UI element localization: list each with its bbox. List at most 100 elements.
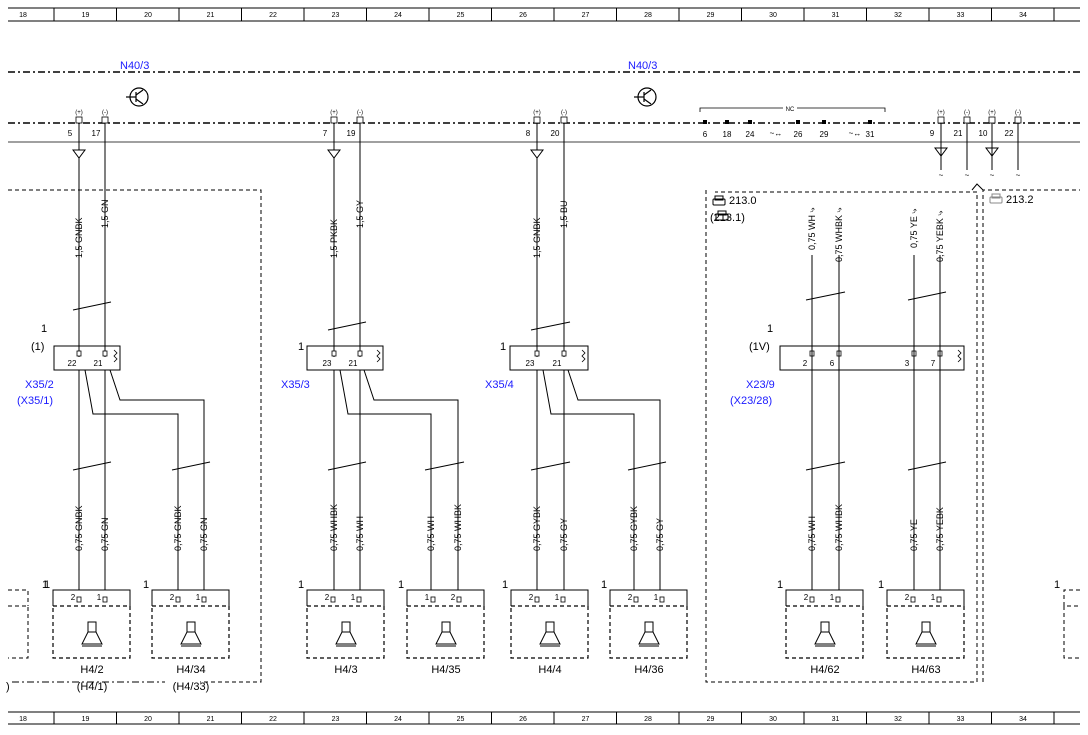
shield-icon — [581, 349, 586, 363]
pin-number: 29 — [820, 130, 829, 139]
wire — [339, 369, 432, 590]
nc-label: NC — [786, 107, 795, 113]
speaker-cone — [335, 631, 357, 645]
car-icon — [712, 195, 726, 206]
speaker-connector — [406, 589, 485, 606]
pin-number: 21 — [553, 359, 562, 368]
wire-label: 1,5 GN — [100, 199, 110, 228]
pin-socket — [456, 596, 462, 603]
pin-number: 2 — [529, 593, 534, 602]
unit-marker: 1 — [777, 579, 783, 591]
pin-number: 1 — [654, 593, 659, 602]
wire-label: 0,75 YE ⤷ — [909, 208, 919, 248]
ruler-number: 23 — [332, 12, 340, 19]
speaker-connector — [785, 589, 864, 606]
wire-label: 0,75 GY — [655, 518, 665, 551]
connector-box — [306, 345, 384, 371]
pin-socket — [430, 596, 436, 603]
pin-number: 6 — [703, 130, 708, 139]
unit-marker: 1 — [398, 579, 404, 591]
cut-icon: ~ — [965, 171, 970, 180]
pin-number: 1 — [425, 593, 430, 602]
wire-label: 0,75 WH — [426, 516, 436, 551]
pin-number: 22 — [68, 359, 77, 368]
wire-label: 1,5 GY — [355, 200, 365, 228]
wire — [109, 369, 205, 590]
terminal-socket — [1014, 116, 1022, 124]
pin-number: 24 — [746, 130, 755, 139]
pin-number: 2 — [71, 593, 76, 602]
speaker-label: H4/62 — [810, 664, 839, 676]
pin-socket — [356, 596, 362, 603]
pin-number: 31 — [866, 130, 875, 139]
connector-num: 1 — [767, 323, 773, 335]
pin-socket — [560, 596, 566, 603]
splice-mark — [627, 461, 667, 471]
terminal-socket — [796, 120, 800, 124]
pin-socket — [809, 596, 815, 603]
wire — [363, 369, 459, 590]
wire-label: 0,75 GYBK — [532, 506, 542, 551]
wire — [567, 369, 661, 590]
speaker-connector — [151, 589, 230, 606]
ruler-number: 19 — [82, 12, 90, 19]
pin-socket — [936, 596, 942, 603]
shield-icon — [113, 349, 118, 363]
ruler-number: 27 — [582, 12, 590, 19]
pin-number: 22 — [1005, 129, 1014, 138]
splice-mark — [327, 321, 367, 331]
terminal-socket — [560, 116, 568, 124]
ruler-number: 22 — [269, 716, 277, 723]
terminal-socket — [725, 120, 729, 124]
ruler-number: 33 — [957, 716, 965, 723]
car-icon — [989, 193, 1003, 204]
splice-mark — [72, 461, 112, 471]
ruler-number: 25 — [457, 12, 465, 19]
shield-icon — [376, 349, 381, 363]
pin-number: 6 — [830, 359, 835, 368]
speaker-magnet — [545, 621, 555, 633]
variant-label-1: 213.0 — [729, 195, 757, 207]
amplifier-icon — [126, 87, 149, 107]
wire-label: 0,75 GN — [100, 517, 110, 551]
pin-number: 21 — [94, 359, 103, 368]
speaker-icon — [915, 621, 937, 647]
ruler-number: 29 — [707, 12, 715, 19]
wire-label: 0,75 YEBK — [935, 507, 945, 551]
pin-number: 7 — [323, 129, 328, 138]
wire-label: 0,75 YE — [909, 519, 919, 551]
speaker-magnet — [186, 621, 196, 633]
group-box-left — [8, 189, 262, 683]
pin-socket — [534, 350, 540, 357]
speaker-cone — [915, 631, 937, 645]
ruler-number: 31 — [832, 12, 840, 19]
ruler-number: 26 — [519, 716, 527, 723]
ruler-number: 30 — [769, 716, 777, 723]
terminal-socket — [748, 120, 752, 124]
ruler-number: 27 — [582, 716, 590, 723]
pin-number: 8 — [526, 129, 531, 138]
cut-icon: ~ — [939, 171, 944, 180]
ruler-number: 25 — [457, 716, 465, 723]
group-box-far-right — [982, 189, 1080, 682]
pin-number: 23 — [323, 359, 332, 368]
connector-num: 1 — [41, 323, 47, 335]
speaker-magnet — [644, 621, 654, 633]
pin-socket — [659, 596, 665, 603]
speaker-icon — [435, 621, 457, 647]
connector-num: 1 — [298, 341, 304, 353]
terminal-socket — [330, 116, 338, 124]
wire-label: 1,5 PKBK — [329, 219, 339, 258]
terminal-socket — [356, 116, 364, 124]
ruler-number: 24 — [394, 12, 402, 19]
pin-number: 1 — [97, 593, 102, 602]
pin-socket — [357, 350, 363, 357]
polarity-label: (+) — [533, 110, 541, 116]
ground-icon — [985, 147, 999, 157]
pin-socket — [76, 596, 82, 603]
speaker-box — [785, 605, 864, 659]
ruler-number: 18 — [19, 716, 27, 723]
speaker-icon — [638, 621, 660, 647]
